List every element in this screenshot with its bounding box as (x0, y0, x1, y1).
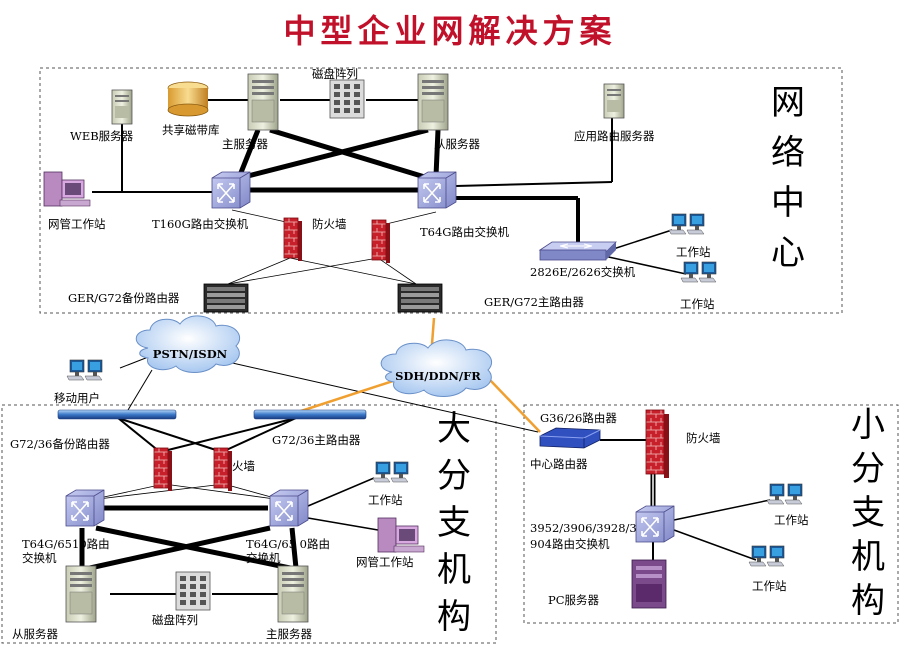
switch-3952-label-2: 904路由交换机 (530, 537, 610, 551)
workstation-label: 工作站 (774, 513, 809, 527)
app-route-server-label: 应用路由服务器 (574, 129, 655, 143)
switch-3952-icon (635, 505, 675, 543)
g72-backup-router-icon (57, 409, 177, 420)
t160g-switch-icon (211, 171, 251, 209)
workstation-icon (748, 545, 785, 567)
g72-main-router-icon (253, 409, 367, 420)
switch-3952-label-1: 3952/3906/3928/3 (530, 521, 637, 535)
t64g-top-label: T64G路由交换机 (420, 225, 509, 239)
disk-array-lb-label: 磁盘阵列 (152, 613, 198, 627)
large-branch-links (79, 417, 379, 595)
ger-backup-router-icon (203, 283, 249, 313)
firewall-lb-left-icon (153, 447, 173, 492)
slave-server-lb-icon (65, 565, 97, 623)
tape-library-icon (167, 81, 209, 117)
network-center-zone (39, 67, 843, 314)
main-server-icon (247, 73, 279, 131)
firewall-left-icon (283, 217, 303, 262)
central-router-label: 中心路由器 (530, 457, 588, 471)
small-branch-zone (523, 404, 899, 624)
workstation-icon (668, 213, 705, 235)
firewall-lb-right-icon (213, 447, 233, 492)
t64g-left-label-2: 交换机 (22, 551, 57, 565)
firewall-right-icon (371, 219, 391, 264)
network-center-links (92, 99, 687, 285)
workstation-label: 工作站 (676, 245, 711, 259)
g72-backup-label: G72/36备份路由器 (10, 437, 110, 451)
mobile-user-icon (66, 359, 103, 381)
pc-server-label: PC服务器 (548, 593, 600, 607)
workstation-label: 工作站 (752, 579, 787, 593)
disk-array-icon (175, 571, 211, 611)
web-server-icon (111, 89, 133, 125)
device-labels: 磁盘阵列 共享磁带库 WEB服务器 主服务器 从服务器 应用路由服务器 网管工作… (10, 67, 809, 641)
app-route-server-icon (603, 83, 625, 119)
firewall-sb-icon (645, 409, 669, 478)
ger-backup-label: GER/G72备份路由器 (68, 291, 180, 305)
t64g-switch-icon (417, 171, 457, 209)
sdh-cloud-icon (380, 339, 493, 397)
workstation-icon (680, 261, 717, 283)
t64g-right-label-2: 交换机 (246, 551, 281, 565)
workstation-icon (372, 461, 409, 483)
workstation-icon (766, 483, 803, 505)
network-center-title: 网络中心 (771, 83, 805, 273)
workstation-label: 工作站 (680, 297, 715, 311)
nms-workstation-icon (377, 517, 425, 553)
main-server-lb-label: 主服务器 (266, 627, 312, 641)
pstn-cloud-icon (135, 315, 241, 373)
ger-main-router-icon (397, 283, 443, 313)
page-title: 中型企业网解决方案 (283, 12, 616, 50)
t64g-left-label-1: T64G/6510路由 (22, 537, 110, 551)
ger-main-label: GER/G72主路由器 (484, 295, 584, 309)
mobile-user-label: 移动用户 (54, 391, 100, 405)
web-server-label: WEB服务器 (70, 129, 134, 143)
t64g-right-label-1: T64G/65 0路由 (246, 537, 330, 551)
main-server-lb-icon (277, 565, 309, 623)
central-router-icon (539, 427, 601, 449)
slave-server-icon (417, 73, 449, 131)
pc-server-icon (631, 559, 667, 609)
shared-tape-label: 共享磁带库 (162, 123, 220, 137)
firewall-mid-label: 火墙 (232, 459, 255, 473)
g72-main-label: G72/36主路由器 (272, 433, 361, 447)
workstation-label: 工作站 (368, 493, 403, 507)
switch-2826-label: 2826E/2626交换机 (530, 265, 636, 279)
nms-station-top-label: 网管工作站 (48, 217, 106, 231)
disk-array-top-label: 磁盘阵列 (312, 67, 358, 81)
t160g-label: T160G路由交换机 (152, 217, 249, 231)
large-branch-title: 大分支机构 (437, 409, 471, 637)
firewall-top-label: 防火墙 (312, 217, 347, 231)
t64g-lb-right-switch-icon (269, 489, 309, 527)
nms-workstation-icon (43, 171, 91, 207)
small-branch-links (600, 439, 771, 562)
small-branch-title: 小分支机构 (851, 405, 885, 621)
main-server-top-label: 主服务器 (222, 137, 268, 151)
disk-array-icon (329, 79, 365, 119)
slave-server-lb-label: 从服务器 (12, 627, 58, 641)
slave-server-top-label: 从服务器 (434, 137, 480, 151)
firewall-sb-label: 防火墙 (686, 431, 721, 445)
pstn-cloud-label: PSTN/ISDN (153, 347, 228, 361)
nms-station-lb-label: 网管工作站 (356, 555, 414, 569)
switch-2826-icon (538, 241, 617, 261)
sdh-cloud-label: SDH/DDN/FR (395, 369, 481, 383)
g36-router-label: G36/26路由器 (540, 411, 617, 425)
wan-links (119, 317, 541, 433)
t64g-lb-left-switch-icon (65, 489, 105, 527)
large-branch-zone (1, 404, 497, 644)
